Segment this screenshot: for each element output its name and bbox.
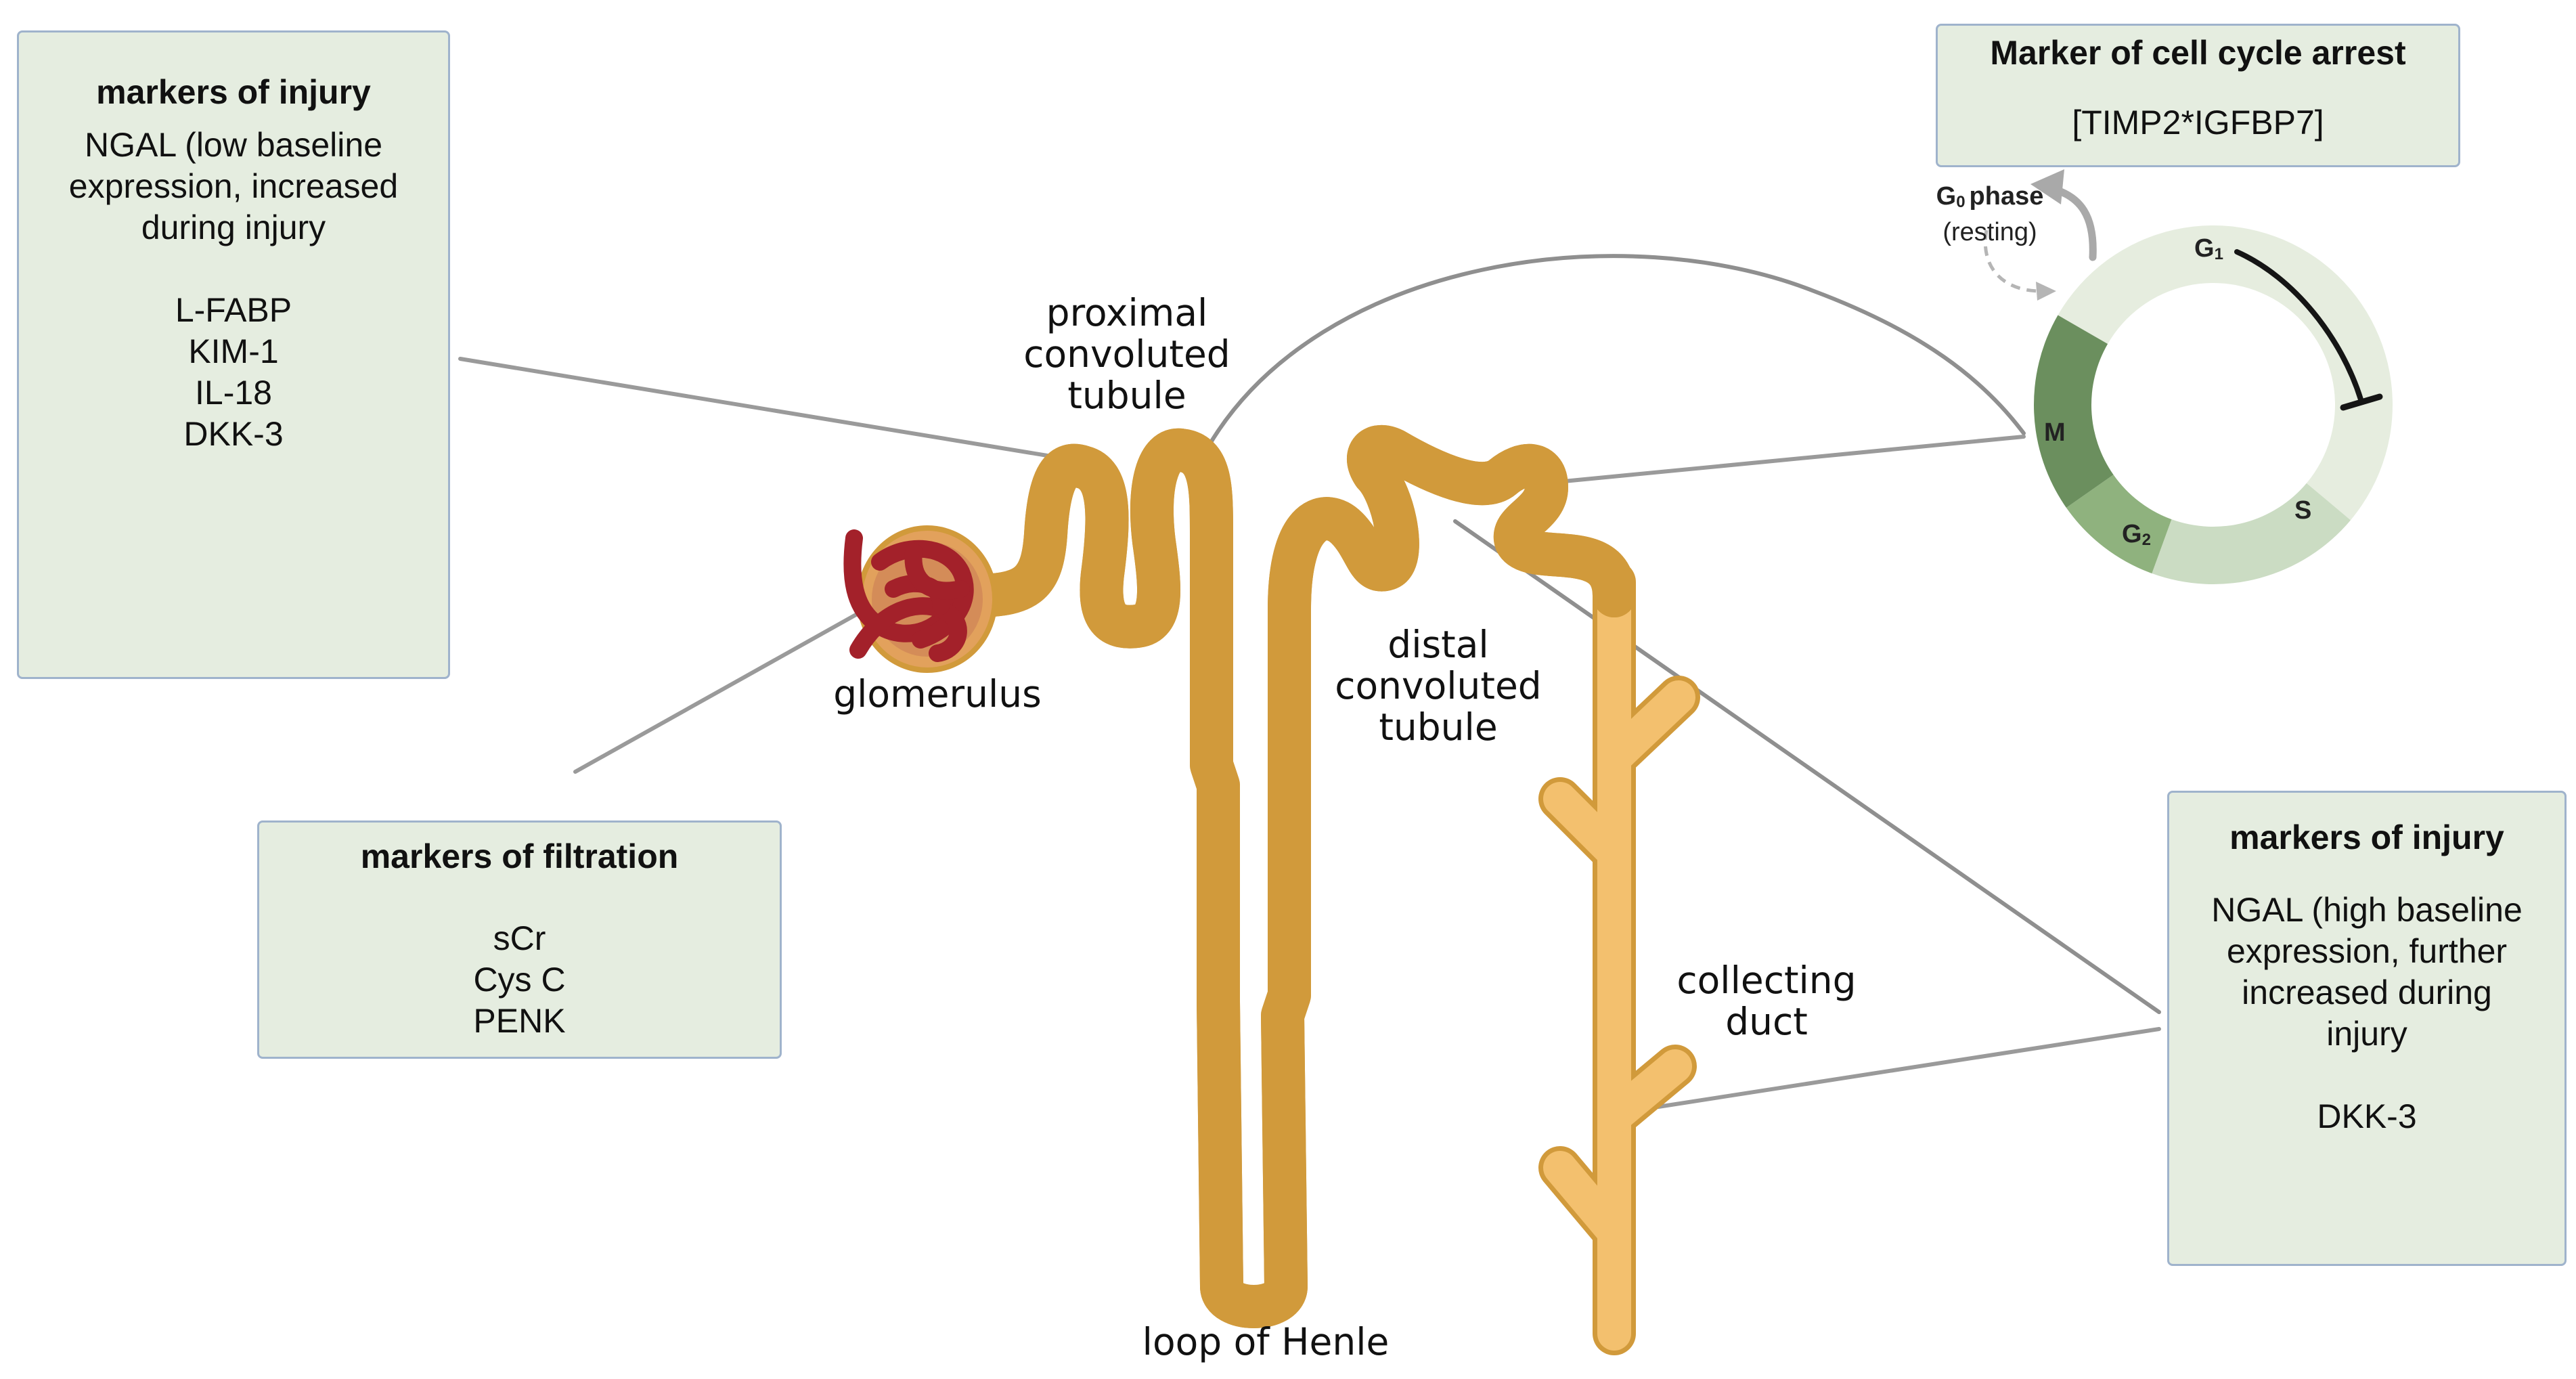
marker-line: DKK-3 bbox=[2317, 1097, 2417, 1135]
marker-line: injury bbox=[2326, 1015, 2407, 1053]
marker-line: IL-18 bbox=[195, 374, 272, 412]
leader-line-injury-left bbox=[458, 357, 1078, 462]
cell-cycle-arrows bbox=[1983, 169, 2383, 411]
s-phase-label: S bbox=[2294, 496, 2312, 525]
line-gap bbox=[19, 248, 448, 290]
label-proximal-convoluted-tubule: proximal convoluted tubule bbox=[1023, 291, 1230, 417]
arrest-inhibitor-line bbox=[2234, 249, 2363, 402]
marker-line: expression, increased bbox=[68, 167, 399, 205]
marker-line: L-FABP bbox=[175, 291, 292, 329]
cell-cycle-ring bbox=[2034, 225, 2393, 584]
m-segment bbox=[2034, 315, 2114, 508]
g1-segment bbox=[2058, 225, 2393, 521]
cell-cycle-arrest-box: Marker of cell cycle arrest [TIMP2*IGFBP… bbox=[1936, 24, 2460, 167]
injury-markers-right-title: markers of injury bbox=[2229, 818, 2504, 856]
g0-entry-arrow bbox=[1983, 229, 2041, 293]
marker-line: KIM-1 bbox=[188, 332, 279, 370]
collecting-duct bbox=[1538, 561, 1700, 1355]
s-segment bbox=[2152, 483, 2351, 584]
label-loop-of-henle: loop of Henle bbox=[1142, 1320, 1390, 1363]
arrest-inhibitor-bar bbox=[2340, 393, 2383, 411]
line-gap bbox=[259, 877, 780, 918]
label-distal-convoluted-tubule: distal convoluted tubule bbox=[1335, 623, 1542, 749]
marker-line: expression, further bbox=[2226, 932, 2508, 970]
cell-cycle-arrest-title: Marker of cell cycle arrest bbox=[1990, 34, 2406, 72]
marker-line: PENK bbox=[473, 1002, 566, 1040]
filtration-markers-title: markers of filtration bbox=[360, 837, 679, 875]
marker-line: DKK-3 bbox=[183, 415, 284, 453]
nephron-tubule bbox=[953, 447, 1636, 1307]
marker-line: Cys C bbox=[473, 961, 566, 999]
g2-segment bbox=[2066, 475, 2172, 574]
g0-entry-arrowhead bbox=[2036, 282, 2056, 301]
marker-line: [TIMP2*IGFBP7] bbox=[2072, 104, 2324, 141]
glomerulus bbox=[843, 525, 998, 673]
marker-line: NGAL (low baseline bbox=[84, 126, 382, 164]
leader-line-cell-cycle-arc bbox=[1206, 254, 2026, 449]
g2-phase-label: G2 bbox=[2122, 520, 2151, 550]
marker-line: NGAL (high baseline bbox=[2211, 891, 2523, 929]
capillary-tuft bbox=[843, 529, 974, 662]
marker-line: increased during bbox=[2242, 973, 2492, 1011]
marker-line: during injury bbox=[141, 209, 326, 246]
g1-phase-label: G1 bbox=[2194, 234, 2223, 264]
g0-exit-arrowhead bbox=[2030, 169, 2064, 204]
leader-line-injury-right-bottom bbox=[1656, 1027, 2161, 1109]
label-collecting-duct: collecting duct bbox=[1676, 959, 1857, 1043]
leader-line-cell-cycle bbox=[1555, 435, 2026, 484]
cell-cycle-arrest-list: [TIMP2*IGFBP7] bbox=[1938, 61, 2458, 144]
injury-markers-left-title: markers of injury bbox=[96, 73, 371, 111]
m-phase-label: M bbox=[2044, 418, 2066, 447]
label-glomerulus: glomerulus bbox=[833, 672, 1042, 716]
marker-line: sCr bbox=[493, 919, 546, 957]
line-gap bbox=[2169, 1055, 2564, 1096]
leader-lines bbox=[458, 254, 2161, 1109]
leader-line-injury-right-top bbox=[1453, 519, 2161, 1014]
leader-line-filtration bbox=[573, 611, 862, 774]
